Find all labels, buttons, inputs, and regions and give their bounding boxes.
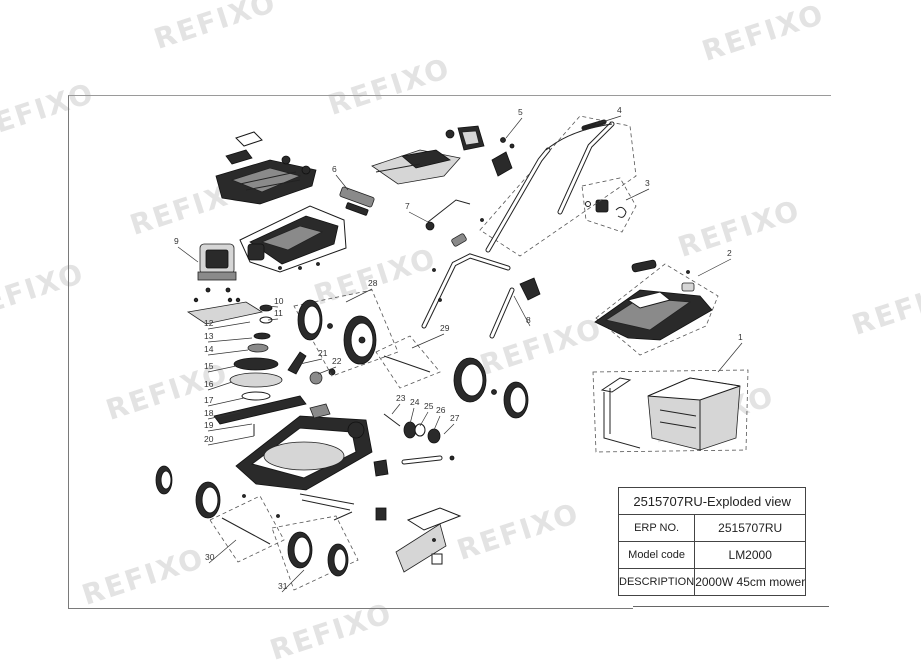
part-number-label: 22 [332, 356, 342, 366]
rear-cover [594, 259, 719, 356]
part-number-label: 29 [440, 323, 450, 333]
part-number-label: 20 [204, 434, 214, 444]
part-number-label: 14 [204, 344, 214, 354]
mower-deck [235, 403, 373, 491]
part-number-label: 13 [204, 331, 214, 341]
front-wheels [155, 465, 359, 591]
mower-body-top [239, 205, 347, 273]
cable-clamp [581, 177, 637, 233]
erp-value: 2515707RU [694, 514, 807, 542]
callout-leader [207, 321, 251, 330]
callout-leader [335, 174, 349, 191]
callout-leader [207, 365, 237, 373]
callout-leader [409, 407, 415, 425]
callout-leader [207, 349, 249, 356]
title-block-row: DESCRIPTION 2000W 45cm mower [617, 568, 807, 596]
callout-leader [345, 288, 373, 303]
part-number-label: 12 [204, 318, 214, 328]
part-number-label: 15 [204, 361, 214, 371]
part-number-label: 21 [318, 348, 328, 358]
part-number-label: 24 [410, 397, 420, 407]
motor [197, 243, 237, 293]
part-number-label: 6 [332, 164, 337, 174]
callout-leader [625, 188, 650, 201]
part-number-label: 19 [204, 420, 214, 430]
title-block: 2515707RU-Exploded view ERP NO. 2515707R… [617, 487, 807, 596]
part-number-label: 2 [727, 248, 732, 258]
callout-leader [207, 381, 233, 391]
description-label: DESCRIPTION [617, 568, 696, 596]
front-parts [299, 459, 462, 573]
part-number-label: 9 [174, 236, 179, 246]
callout-leader [207, 435, 255, 446]
grass-catcher [592, 369, 749, 453]
callout-leader [697, 258, 732, 277]
callout-leader [207, 411, 241, 420]
callout-leader [207, 337, 253, 343]
callout-leader [408, 211, 429, 223]
callout-leader [208, 539, 237, 564]
callout-leader [299, 358, 323, 365]
part-number-label: 16 [204, 379, 214, 389]
callout-leader [443, 423, 455, 435]
drawing-frame [68, 95, 831, 609]
part-number-label: 18 [204, 408, 214, 418]
part-number-label: 25 [424, 401, 434, 411]
blade-assembly [186, 301, 307, 436]
callout-leader [411, 333, 445, 349]
title-block-row: ERP NO. 2515707RU [617, 514, 807, 542]
title-block-title: 2515707RU-Exploded view [617, 487, 807, 515]
part-number-label: 3 [645, 178, 650, 188]
model-code-label: Model code [617, 541, 696, 569]
top-cover [215, 131, 317, 205]
callout-leader [265, 305, 279, 308]
callout-leader [419, 411, 429, 427]
part-number-label: 8 [526, 315, 531, 325]
part-number-label: 1 [738, 332, 743, 342]
lower-handle [421, 253, 541, 339]
fasteners [193, 218, 690, 542]
callout-leader [207, 423, 253, 432]
part-number-label: 7 [405, 201, 410, 211]
height-adjust-axle [375, 335, 529, 465]
part-number-label: 11 [274, 308, 283, 318]
erp-label: ERP NO. [617, 514, 696, 542]
part-number-label: 30 [205, 552, 215, 562]
drawing-frame-strip [633, 606, 829, 617]
callout-leader [281, 569, 305, 593]
rear-wheels [293, 289, 399, 377]
callout-leader [267, 318, 279, 321]
callout-leader [595, 115, 622, 125]
callout-leader [391, 403, 401, 415]
upper-handle-assembly [445, 115, 637, 257]
title-block-row: Model code LM2000 [617, 541, 807, 569]
switch-parts [339, 186, 375, 216]
part-number-label: 31 [278, 581, 288, 591]
model-code-value: LM2000 [694, 541, 807, 569]
part-number-label: 27 [450, 413, 460, 423]
description-value: 2000W 45cm mower [694, 568, 807, 596]
cable-lever [425, 199, 471, 247]
callout-leader [317, 366, 337, 375]
part-number-label: 4 [617, 105, 622, 115]
callout-leader [505, 117, 523, 139]
part-number-label: 17 [204, 395, 214, 405]
drawing-frame-bottom [68, 608, 633, 609]
motor-plate [371, 149, 461, 185]
part-number-label: 10 [274, 296, 284, 306]
part-number-label: 5 [518, 107, 523, 117]
callout-leader [717, 342, 743, 373]
callout-leader [207, 397, 245, 407]
part-number-label: 26 [436, 405, 446, 415]
callout-leader [433, 415, 441, 431]
parts-drawing: 1234567891011121314151617181920212223242… [155, 105, 749, 593]
part-number-label: 28 [368, 278, 378, 288]
callout-leader [177, 246, 199, 263]
callout-leader [513, 295, 531, 327]
part-number-label: 23 [396, 393, 406, 403]
